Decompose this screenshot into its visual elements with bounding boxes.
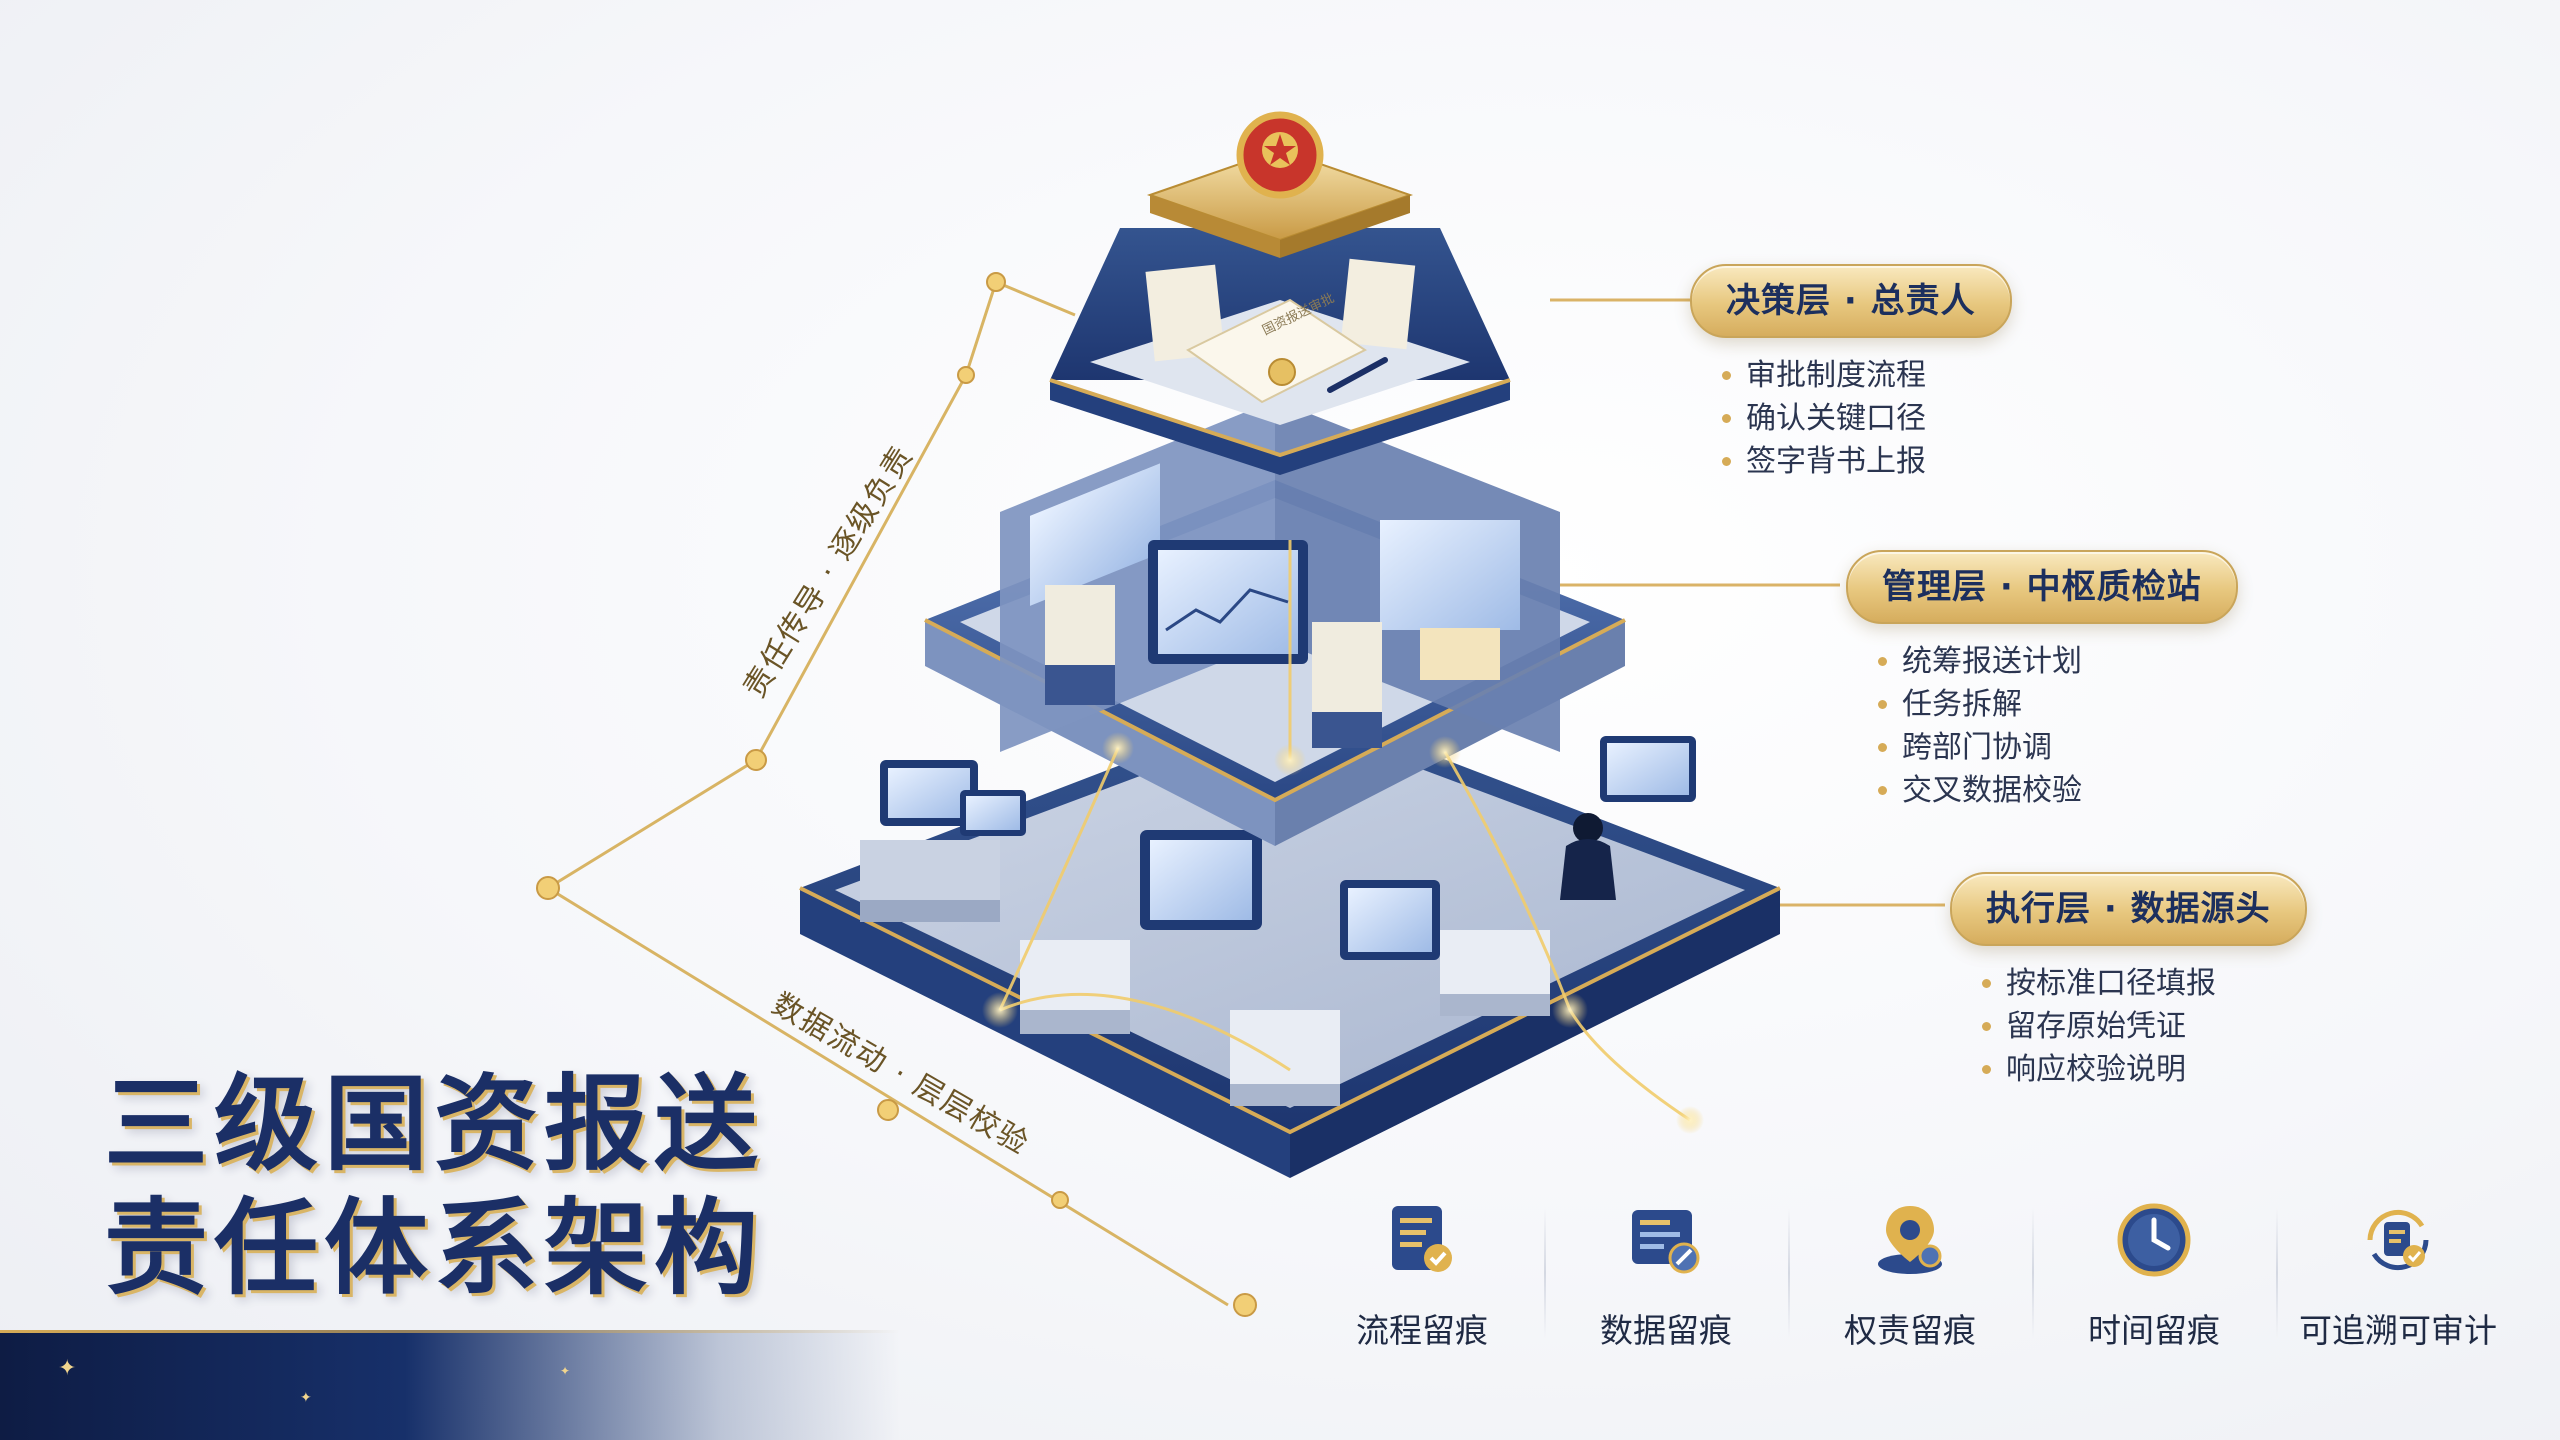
list-item: 交叉数据校验: [1876, 769, 2238, 812]
feature-time-trace: 时间留痕: [2032, 1188, 2276, 1368]
feature-label: 时间留痕: [2088, 1311, 2220, 1350]
management-platform: [924, 400, 1626, 846]
list-item: 留存原始凭证: [1980, 1005, 2307, 1048]
callout-execution-layer: 执行层 · 数据源头 按标准口径填报 留存原始凭证 响应校验说明: [1950, 872, 2307, 1091]
callout-decision-layer: 决策层 · 总责人 审批制度流程 确认关键口径 签字背书上报: [1690, 264, 2012, 483]
feature-responsibility-trace: 权责留痕: [1788, 1188, 2032, 1368]
layer-list-execution: 按标准口径填报 留存原始凭证 响应校验说明: [1980, 962, 2307, 1091]
layer-list-management: 统筹报送计划 任务拆解 跨部门协调 交叉数据校验: [1876, 640, 2238, 812]
sparkle-icon: ✦: [58, 1356, 77, 1381]
sparkle-icon: ✦: [560, 1364, 571, 1378]
feature-data-trace: 数据留痕: [1544, 1188, 1788, 1368]
layer-pill-execution: 执行层 · 数据源头: [1950, 872, 2307, 946]
list-item: 响应校验说明: [1980, 1048, 2307, 1091]
bracket-nodes: [536, 272, 1257, 1317]
callout-management-layer: 管理层 · 中枢质检站 统筹报送计划 任务拆解 跨部门协调 交叉数据校验: [1846, 550, 2238, 812]
feature-label: 数据留痕: [1600, 1311, 1732, 1350]
responsibility-pin-icon: [1878, 1206, 1942, 1274]
decision-platform: 国资报送审批: [1049, 111, 1511, 475]
corner-decoration: ✦ ✦ ✦: [0, 1330, 900, 1440]
clock-icon: [2117, 1203, 2191, 1277]
sparkle-icon: ✦: [300, 1390, 312, 1406]
execution-workstations: [860, 736, 1696, 1106]
process-document-icon: [1392, 1206, 1452, 1272]
layer-pill-decision: 决策层 · 总责人: [1690, 264, 2012, 338]
feature-divider: [2032, 1208, 2034, 1338]
feature-label: 权责留痕: [1844, 1311, 1976, 1350]
list-item: 任务拆解: [1876, 683, 2238, 726]
feature-trace-audit: 可追溯可审计: [2276, 1188, 2520, 1368]
feature-divider: [1788, 1208, 1790, 1338]
title-line-2: 责任体系架构: [104, 1187, 765, 1309]
list-item: 按标准口径填报: [1980, 962, 2307, 1005]
list-item: 统筹报送计划: [1876, 640, 2238, 683]
glow-nodes: [982, 732, 1704, 1134]
list-item: 跨部门协调: [1876, 726, 2238, 769]
feature-strip: 流程留痕 数据留痕 权责留痕: [1300, 1188, 2520, 1368]
data-file-icon: [1632, 1210, 1700, 1274]
list-item: 确认关键口径: [1720, 397, 2012, 440]
trace-audit-icon: [2367, 1209, 2429, 1271]
layer-pill-management: 管理层 · 中枢质检站: [1846, 550, 2238, 624]
list-item: 审批制度流程: [1720, 354, 2012, 397]
list-item: 签字背书上报: [1720, 440, 2012, 483]
title-line-1: 三级国资报送: [104, 1063, 765, 1185]
feature-divider: [1544, 1208, 1546, 1338]
side-label-upper: 责任传导 · 逐级负责: [737, 439, 921, 704]
feature-label: 可追溯可审计: [2299, 1311, 2497, 1350]
page-title: 三级国资报送 责任体系架构: [104, 1062, 764, 1310]
feature-label: 流程留痕: [1356, 1311, 1488, 1350]
feature-process-trace: 流程留痕: [1300, 1188, 1544, 1368]
side-bracket-lines: [545, 279, 1229, 1307]
feature-divider: [2276, 1208, 2278, 1338]
execution-platform: [799, 700, 1781, 1178]
layer-list-decision: 审批制度流程 确认关键口径 签字背书上报: [1720, 354, 2012, 483]
